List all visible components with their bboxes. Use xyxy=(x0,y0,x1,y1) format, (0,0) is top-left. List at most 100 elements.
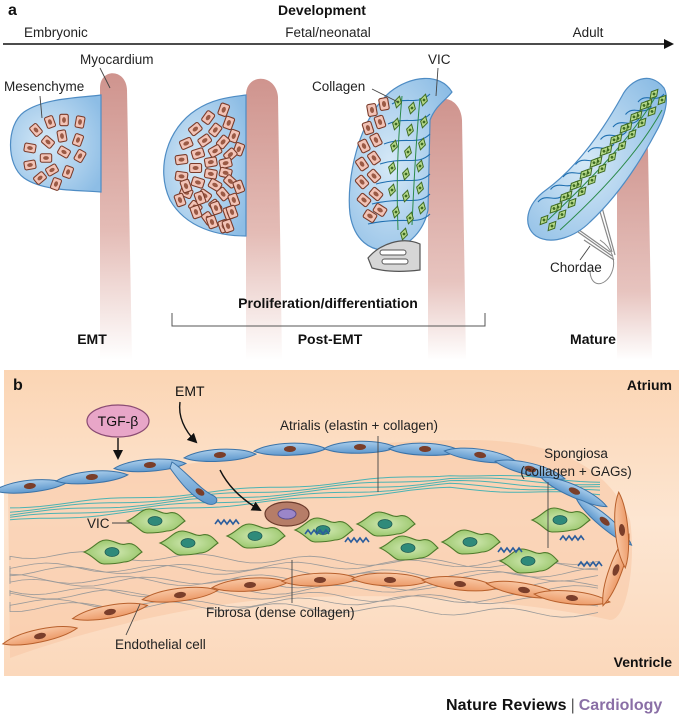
mesenchyme-cell xyxy=(217,102,231,117)
mesenchyme-cell xyxy=(221,218,235,234)
vic-cell-small xyxy=(420,115,428,129)
vic-cell-small xyxy=(408,101,416,115)
label-proliferation: Proliferation/differentiation xyxy=(238,295,418,311)
endothelial-cell-ventricular xyxy=(141,586,219,603)
mesenchyme-cell xyxy=(45,163,59,177)
atrialis-fibre xyxy=(9,482,601,518)
pointer-vic-a xyxy=(435,67,439,97)
vic-cell-small xyxy=(420,93,428,107)
vic-cell xyxy=(530,507,591,533)
vic-cell-small xyxy=(567,197,577,209)
vic-cell-small xyxy=(388,161,396,175)
mesenchyme-cell xyxy=(355,156,369,172)
vic-cell-small xyxy=(416,159,424,173)
mesenchyme-cell xyxy=(173,192,187,208)
mesenchyme-cell xyxy=(56,129,68,143)
vic-cell xyxy=(498,548,559,574)
mesenchyme-cell xyxy=(209,200,223,216)
mesenchyme-cell xyxy=(361,120,375,136)
elongating-leaflet xyxy=(348,77,466,361)
fibrosa-fibre xyxy=(9,562,599,582)
mesenchyme-cell xyxy=(208,122,223,138)
vic-cell-small xyxy=(392,117,400,131)
atrialis-fibre xyxy=(9,486,601,521)
mesenchyme-cell xyxy=(373,114,387,130)
leaflet-cells-stage4 xyxy=(537,88,667,232)
label-emt-a: EMT xyxy=(77,331,107,347)
mesenchyme-cell xyxy=(179,178,193,194)
label-mesenchyme: Mesenchyme xyxy=(4,79,84,94)
vic-cell xyxy=(125,508,186,534)
fibrosa-fibre xyxy=(9,587,599,607)
mesenchyme-cell xyxy=(189,162,203,174)
mesenchyme-cell xyxy=(23,159,37,171)
mesenchyme-cell xyxy=(188,121,203,137)
vic-cell xyxy=(293,517,354,543)
collagen-fibre xyxy=(379,153,431,165)
mesenchyme-cells-stage2 xyxy=(173,102,246,234)
vic-cell-small xyxy=(617,140,627,152)
vic-cell-small xyxy=(406,123,414,137)
atrial-endothelium xyxy=(0,440,633,546)
endothelial-cell-ventricular xyxy=(614,490,630,570)
vic-cell-small xyxy=(569,180,579,191)
gag-molecule xyxy=(577,560,603,568)
stage-fetal: Fetal/neonatal xyxy=(285,25,371,40)
mesenchyme-cell xyxy=(23,142,37,154)
label-ventricle: Ventricle xyxy=(614,654,673,670)
journal-name: Nature Reviews xyxy=(446,697,567,714)
mesenchyme-cell xyxy=(190,147,206,160)
label-emt-b: EMT xyxy=(175,383,205,399)
myocardium-1 xyxy=(100,73,132,361)
emt-transition-cells xyxy=(169,461,310,527)
label-atrialis: Atrialis (elastin + collagen) xyxy=(280,418,438,433)
panel-b: b Atrium Ventricle TGF-β EMT xyxy=(0,370,679,676)
myocardium-3 xyxy=(428,98,466,361)
vic-cell-small xyxy=(627,129,637,140)
mesenchyme-cell xyxy=(41,135,55,149)
stage-adult: Adult xyxy=(573,25,604,40)
valve-interstitial-cells xyxy=(82,507,591,574)
panel-a: a Development Embryonic Fetal/neonatal A… xyxy=(3,2,674,361)
ventricular-endothelium xyxy=(1,490,630,646)
label-fibrosa: Fibrosa (dense collagen) xyxy=(206,605,355,620)
mesenchyme-cell xyxy=(57,145,71,159)
atrialis-elastin-fibres xyxy=(9,474,601,521)
pointer-chordae xyxy=(579,245,591,261)
gag-molecule xyxy=(304,528,330,536)
vic-cell-small xyxy=(649,88,659,100)
vic-cell-small xyxy=(619,123,629,134)
collagen-fibre xyxy=(383,133,431,145)
pointer-mesenchyme xyxy=(39,95,43,119)
vic-cell-small xyxy=(390,139,398,153)
collagen-fibre xyxy=(387,113,431,125)
vic-cell-small xyxy=(400,227,408,241)
mesenchyme-cell xyxy=(227,192,241,208)
vic-cell-small xyxy=(639,100,649,111)
mesenchyme-cell xyxy=(33,171,47,185)
mesenchyme-cell xyxy=(372,203,388,217)
vic-cell-small xyxy=(418,201,426,215)
panel-a-letter: a xyxy=(8,2,17,19)
label-spongiosa-1: Spongiosa xyxy=(544,446,608,461)
mesenchyme-cell xyxy=(218,157,233,170)
label-chordae: Chordae xyxy=(550,260,602,275)
mesenchyme-cell xyxy=(73,149,87,163)
mesenchyme-cell xyxy=(362,209,378,223)
pointer-myocardium xyxy=(99,67,111,89)
vic-cell xyxy=(225,523,286,549)
mesenchyme-cell xyxy=(207,144,223,158)
mesenchyme-cell xyxy=(43,115,57,129)
vic-cell xyxy=(158,530,219,556)
vic-cell-small xyxy=(406,211,414,225)
bracket-post-emt xyxy=(171,313,486,327)
mature-leaflet xyxy=(527,77,668,360)
vic-cell-small xyxy=(629,111,639,123)
vic-cell-small xyxy=(404,145,412,159)
endothelial-cell-ventricular xyxy=(533,590,611,606)
pointer-endothelial xyxy=(125,603,141,636)
tgf-beta-bubble xyxy=(86,404,150,438)
vic-cell-small xyxy=(657,94,667,106)
label-tgf-beta: TGF-β xyxy=(98,413,139,429)
mesenchyme-cell xyxy=(189,204,203,220)
